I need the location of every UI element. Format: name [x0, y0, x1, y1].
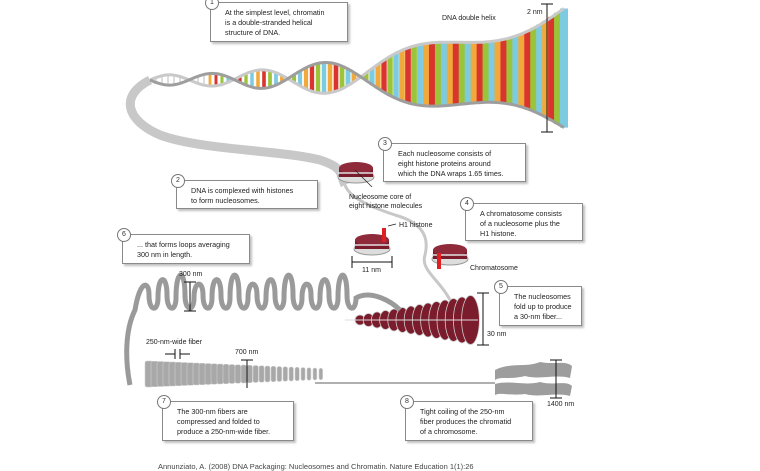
fiber-coil — [198, 362, 206, 386]
step-number: 8 — [400, 395, 414, 409]
fiber-coil — [240, 364, 247, 384]
fiber-coil — [216, 363, 224, 385]
label-1400nm: 1400 nm — [547, 401, 575, 408]
callout-4: 4 A chromatosome consists of a nucleosom… — [460, 197, 583, 241]
callout-line: fold up to produce — [514, 302, 572, 311]
callout-line: compressed and folded to — [177, 417, 260, 426]
label-11nm: 11 nm — [362, 267, 381, 274]
fiber-coil — [204, 363, 212, 385]
step-number: 5 — [494, 280, 508, 294]
h1-histone-icon — [382, 228, 386, 242]
helix-backbone — [149, 7, 565, 95]
callout-6: 6 ... that forms loops averaging 300 nm … — [117, 228, 250, 264]
callout-line: to form nucleosomes. — [191, 196, 260, 205]
fiber-coil — [228, 364, 236, 384]
callout-1: 1 At the simplest level, chromatin is a … — [205, 0, 348, 42]
callout-line: The nucleosomes — [514, 292, 571, 301]
callout-line: Each nucleosome consists of — [398, 149, 492, 158]
width-700-marker — [241, 359, 253, 388]
fiber-coil — [282, 366, 288, 382]
fiber-coil — [288, 366, 294, 382]
callout-line: Tight coiling of the 250-nm — [420, 407, 505, 416]
callout-line: of a chromosome. — [420, 427, 478, 436]
chromatosome-top — [433, 244, 467, 256]
callout-line: eight histone proteins around — [398, 159, 491, 168]
callout-5: 5 The nucleosomes fold up to produce a 3… — [494, 280, 582, 326]
30nm-fiber — [345, 295, 480, 345]
label-nucleosome-core-2: eight histone molecules — [349, 203, 423, 210]
loops-300-marker — [184, 281, 196, 312]
label-h1-histone: H1 histone — [399, 222, 433, 229]
callout-line: The 300-nm fibers are — [177, 407, 248, 416]
step-number: 2 — [171, 174, 185, 188]
callout-line: produce a 250-nm-wide fiber. — [177, 427, 271, 436]
step-number: 6 — [117, 228, 131, 242]
callout-line: fiber produces the chromatid — [420, 417, 512, 426]
callout-line: H1 histone. — [480, 229, 517, 238]
step-number: 7 — [157, 395, 171, 409]
step-number: 4 — [460, 197, 474, 211]
label-250nm-fiber: 250-nm-wide fiber — [146, 339, 203, 346]
fiber-coil — [276, 366, 282, 382]
step-number: 3 — [378, 137, 392, 151]
fiber-30-marker — [477, 292, 489, 346]
fiber-coil — [270, 365, 277, 383]
callout-2: 2 DNA is complexed with histones to form… — [171, 174, 318, 209]
callout-line: 300 nm in length. — [137, 250, 193, 259]
label-nucleosome-core-1: Nucleosome core of — [349, 194, 412, 201]
callout-7: 7 The 300-nm fibers are compressed and f… — [157, 395, 294, 441]
pointer-line — [354, 169, 373, 188]
label-700nm: 700 nm — [235, 349, 259, 356]
nucleosome-11nm-top — [355, 234, 389, 246]
callout-3: 3 Each nucleosome consists of eight hist… — [378, 137, 526, 182]
nucleosome-width-marker — [351, 256, 393, 268]
nucleosome-top — [339, 162, 373, 174]
callout-line: of a nucleosome plus the — [480, 219, 560, 228]
fiber-coil — [312, 367, 318, 381]
callout-line: structure of DNA. — [225, 28, 281, 37]
figure-caption: Annunziato, A. (2008) DNA Packaging: Nuc… — [158, 462, 474, 471]
fiber-250-marker — [165, 349, 190, 359]
fiber-coil — [258, 365, 265, 383]
250nm-fiber — [144, 360, 323, 388]
dna-double-helix — [149, 7, 568, 129]
callout-line: At the simplest level, chromatin — [225, 8, 325, 17]
callout-8: 8 Tight coiling of the 250-nm fiber prod… — [400, 395, 533, 441]
fiber-coil — [246, 364, 253, 384]
fiber-coil — [210, 363, 218, 385]
fiber-coil — [234, 364, 242, 384]
callout-line: DNA is complexed with histones — [191, 186, 294, 195]
label-2nm: 2 nm — [527, 9, 543, 16]
fiber-coil — [294, 366, 300, 382]
fiber-coil — [264, 365, 271, 383]
width-1400-marker — [550, 359, 562, 399]
label-chromatosome: Chromatosome — [470, 265, 518, 272]
label-300nm: 300 nm — [179, 271, 203, 278]
label-30nm: 30 nm — [487, 331, 507, 338]
helix-backbone — [149, 61, 565, 129]
chromatid — [495, 362, 572, 396]
fiber-coil — [300, 367, 306, 381]
300nm-loops — [124, 272, 402, 386]
dna-linker — [343, 184, 452, 301]
fiber-coil — [306, 367, 312, 381]
callout-line: A chromatosome consists — [480, 209, 562, 218]
step-number: 1 — [205, 0, 219, 10]
fiber-coil — [252, 365, 259, 383]
label-dna-double-helix: DNA double helix — [442, 15, 496, 22]
h1-histone-icon — [437, 253, 441, 269]
fiber-coil — [318, 367, 323, 381]
callout-line: ... that forms loops averaging — [137, 240, 230, 249]
callout-line: a 30-nm fiber... — [514, 312, 562, 321]
helix-width-marker — [541, 3, 553, 133]
pointer-line — [387, 223, 397, 227]
dna-strand-gray — [125, 75, 350, 188]
callout-line: which the DNA wraps 1.65 times. — [398, 169, 504, 178]
fiber-coil — [222, 363, 230, 385]
callout-line: is a double-stranded helical — [225, 18, 313, 27]
